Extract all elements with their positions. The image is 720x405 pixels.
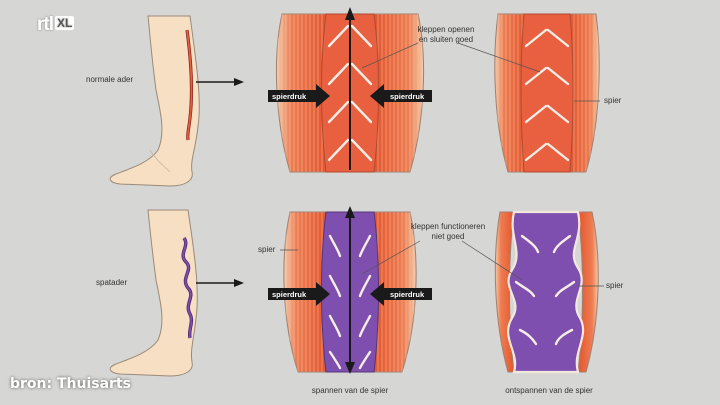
pressure-label-bottom-left: spierdruk (272, 290, 307, 299)
leg-normal (109, 15, 200, 187)
vein-normal-contracted (321, 7, 379, 173)
leader-lines-top (361, 42, 600, 102)
muscle-relax-top (494, 13, 600, 173)
leg-varicose (109, 209, 198, 377)
pressure-arrows-top (268, 84, 432, 108)
vein-normal-relaxed (520, 13, 574, 173)
logo-main: rtl (37, 14, 54, 35)
pressure-label-bottom-right: spierdruk (390, 290, 425, 299)
label-valves-fail: kleppen functioneren niet goed (410, 222, 486, 241)
source-credit: bron: Thuisarts (10, 376, 131, 392)
caption-relax: ontspannen van de spier (505, 386, 593, 395)
leader-lines-bottom (280, 240, 604, 287)
label-muscle-top: spier (604, 96, 622, 105)
vein-varicose-contracted (321, 206, 379, 374)
vein-varicose-relaxed (507, 210, 585, 374)
label-muscle-bottom-right: spier (606, 281, 624, 290)
label-muscle-bottom-left: spier (258, 245, 276, 254)
logo-sub: XL (55, 16, 75, 30)
pressure-arrows-bottom (268, 282, 432, 306)
label-varicose-vein: spatader (96, 278, 128, 287)
caption-contract: spannen van de spier (311, 386, 389, 395)
arrow-to-top-vein (196, 78, 244, 86)
pressure-label-top-right: spierdruk (390, 92, 425, 101)
arrow-to-bottom-vein (196, 279, 244, 287)
label-valves-open: kleppen openen en sluiten goed (417, 25, 475, 44)
label-normal-vein: normale ader (86, 75, 134, 84)
pressure-label-top-left: spierdruk (272, 92, 307, 101)
